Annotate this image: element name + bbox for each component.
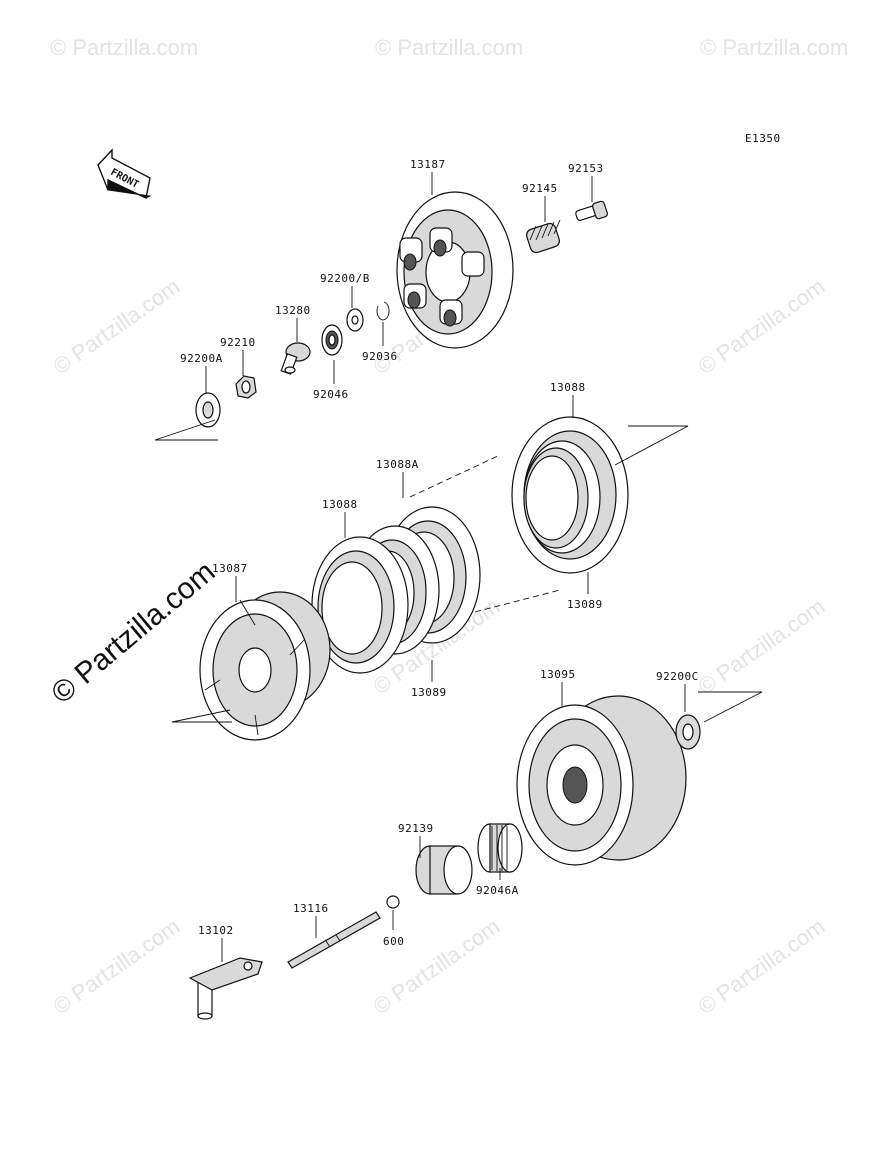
part-label-13089-right: 13089: [567, 598, 603, 611]
washer-92200a: [195, 392, 221, 428]
part-label-92139: 92139: [398, 822, 434, 835]
clutch-housing-13095: [516, 695, 687, 866]
watermark-main: © Partzilla.com: [45, 555, 221, 710]
part-label-92145: 92145: [522, 182, 558, 195]
part-label-13187: 13187: [410, 158, 446, 171]
part-label-13116: 13116: [293, 902, 329, 915]
part-label-13088a: 13088A: [376, 458, 419, 471]
part-label-13088-right: 13088: [550, 381, 586, 394]
release-lever-13102: [188, 957, 263, 1020]
part-label-92046: 92046: [313, 388, 349, 401]
part-label-13088-left: 13088: [322, 498, 358, 511]
part-label-92036: 92036: [362, 350, 398, 363]
part-label-13087: 13087: [212, 562, 248, 575]
circlip-92036: [376, 301, 390, 321]
bearing-92046: [321, 324, 343, 356]
watermark: © Partzilla.com: [375, 35, 523, 60]
watermark: © Partzilla.com: [49, 914, 185, 1020]
part-label-92153: 92153: [568, 162, 604, 175]
ball-600: [386, 895, 400, 909]
friction-plate-13088-left: [311, 536, 409, 674]
spring-92145: [525, 219, 561, 254]
clutch-hub-13087: [199, 591, 331, 741]
nut-92210: [235, 375, 257, 399]
part-label-13280: 13280: [275, 304, 311, 317]
bolt-92153: [575, 200, 608, 221]
part-label-13089-left: 13089: [411, 686, 447, 699]
diagram-code: E1350: [745, 132, 781, 145]
washer-92200c: [675, 714, 701, 750]
watermark: © Partzilla.com: [694, 274, 830, 380]
part-label-13095: 13095: [540, 668, 576, 681]
part-label-92200a: 92200A: [180, 352, 223, 365]
front-arrow-icon: FRONT: [97, 148, 152, 200]
pusher-13280: [280, 342, 311, 375]
part-label-92200b: 92200/B: [320, 272, 370, 285]
part-label-92200c: 92200C: [656, 670, 699, 683]
push-rod-13116: [287, 911, 381, 969]
friction-plate-13088-right: [511, 416, 629, 574]
sleeve-92139: [415, 845, 473, 895]
part-label-13102: 13102: [198, 924, 234, 937]
watermark: © Partzilla.com: [369, 914, 505, 1020]
watermark: © Partzilla.com: [694, 594, 830, 700]
needle-bearing-92046a: [477, 823, 523, 873]
pressure-plate-13187: [396, 191, 514, 349]
watermark: © Partzilla.com: [50, 35, 198, 60]
part-label-92210: 92210: [220, 336, 256, 349]
watermark: © Partzilla.com: [694, 914, 830, 1020]
watermark: © Partzilla.com: [49, 274, 185, 380]
part-label-600: 600: [383, 935, 404, 948]
watermark: © Partzilla.com: [700, 35, 848, 60]
part-label-92046a: 92046A: [476, 884, 519, 897]
